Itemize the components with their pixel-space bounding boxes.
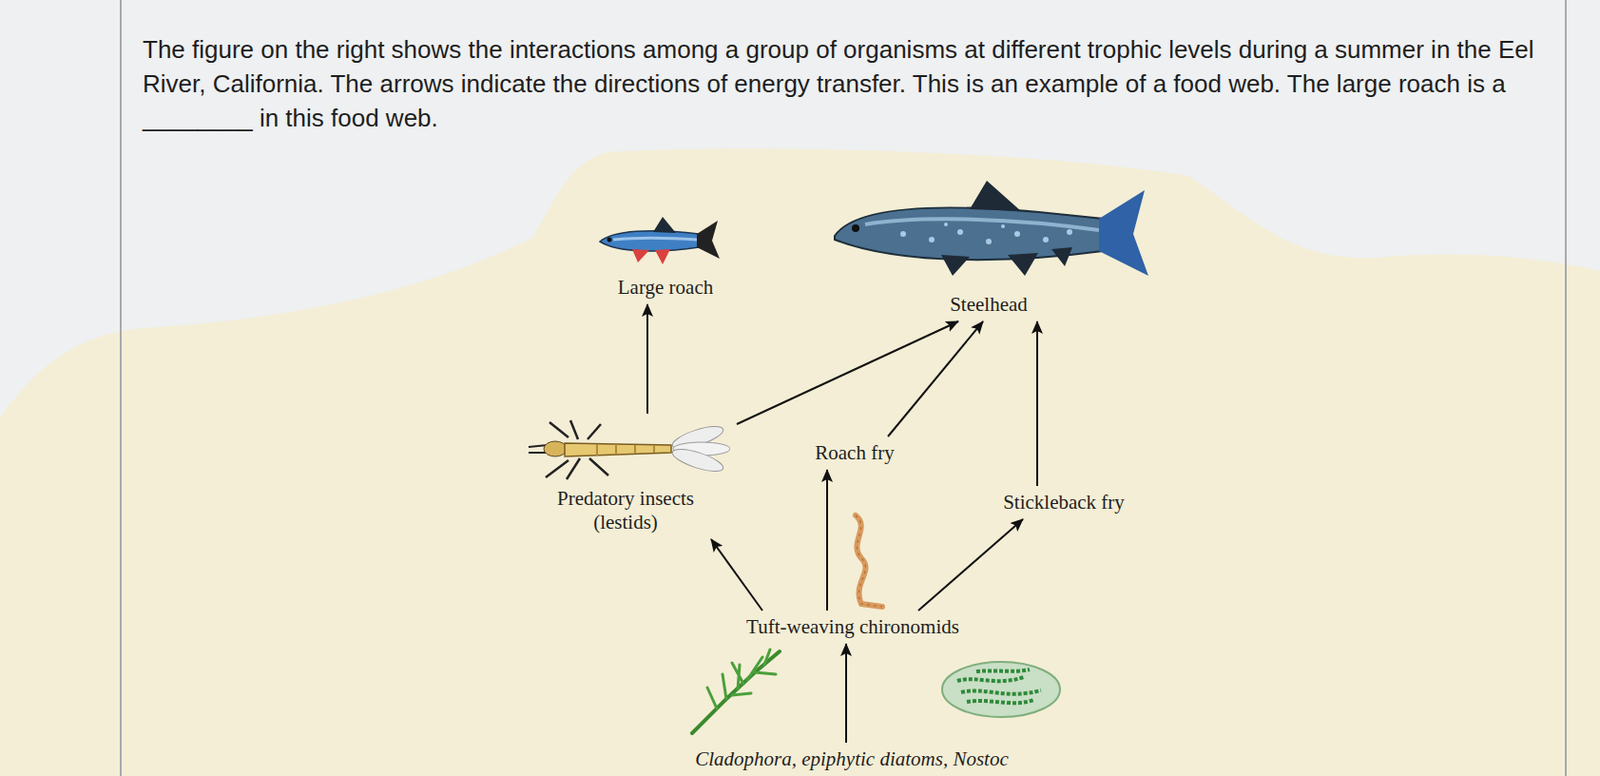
cladophora-alga [688, 645, 788, 737]
large-roach-fish [594, 211, 737, 270]
energy-arrow [736, 321, 959, 425]
organism-node: Stickleback fry [1001, 490, 1127, 515]
organism-node: Large roach [592, 211, 739, 300]
chironomid-larva [838, 510, 896, 612]
organism-label: Large roach [592, 275, 739, 300]
energy-arrow [711, 539, 763, 611]
organism-label: Roach fry [812, 441, 897, 465]
organism-node: Roach fry [812, 441, 897, 465]
energy-arrow [845, 643, 848, 743]
organism-node: Tuft-weaving chironomids [744, 615, 962, 639]
organism-node: Cladophora, epiphytic diatoms, Nostoc [693, 747, 1011, 772]
steelhead-fish [827, 176, 1151, 288]
organism-label: Predatory insects (lestids) [539, 486, 712, 535]
organism-node: Steelhead [825, 176, 1153, 317]
organism-node: Predatory insects (lestids) [519, 418, 733, 535]
energy-arrow [826, 469, 829, 611]
energy-arrow [887, 321, 984, 437]
energy-arrow [646, 304, 649, 414]
organism-label: Cladophora, epiphytic diatoms, Nostoc [693, 747, 1011, 772]
question-text: The figure on the right shows the intera… [142, 32, 1541, 135]
energy-arrow [918, 519, 1023, 611]
nostoc-colony [938, 657, 1064, 721]
lestid-nymph [520, 418, 731, 482]
organism-label: Tuft-weaving chironomids [744, 615, 962, 639]
organism-label: Steelhead [825, 292, 1153, 317]
organism-label: Stickleback fry [1001, 490, 1127, 515]
energy-arrow [1036, 321, 1039, 486]
